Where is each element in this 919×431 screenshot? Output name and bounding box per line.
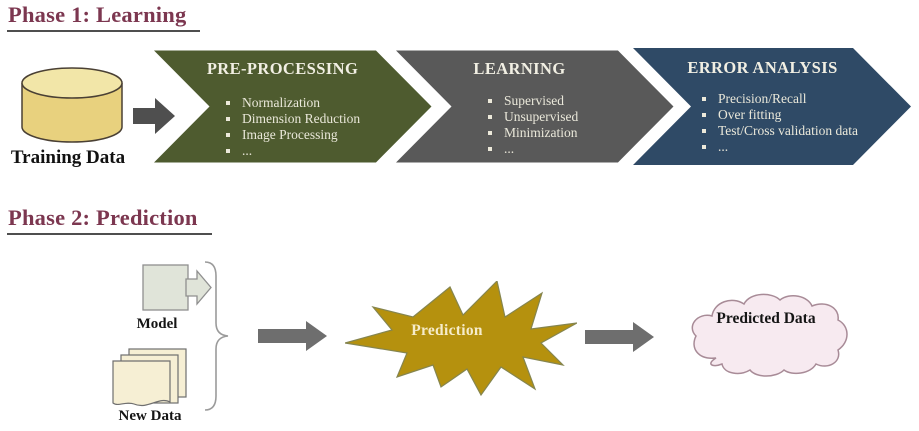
training-data-label: Training Data (10, 147, 126, 168)
step-title-pre-processing: PRE-PROCESSING (206, 59, 359, 78)
list-item: ... (488, 142, 578, 156)
bullet-icon (702, 113, 706, 117)
predicted-data-cloud (691, 293, 848, 377)
model-document-icon (142, 264, 212, 311)
step-title-error-analysis: ERROR ANALYSIS (687, 58, 838, 77)
cloud-shape (691, 293, 848, 377)
page-front (112, 360, 171, 406)
model-label: Model (136, 316, 178, 332)
list-item: Dimension Reduction (226, 112, 360, 126)
prediction-label: Prediction (411, 322, 483, 339)
list-item: Test/Cross validation data (702, 124, 858, 138)
list-item: Normalization (226, 96, 360, 110)
list-item: Minimization (488, 126, 578, 140)
bullet-icon (702, 97, 706, 101)
flow-arrow-icon (585, 322, 654, 352)
phase1-section-header: Phase 1: Learning (7, 2, 201, 32)
bullet-icon (226, 133, 230, 137)
step-items-learning: Supervised Unsupervised Minimization ... (488, 94, 578, 158)
bullet-icon (488, 147, 492, 151)
bullet-icon (226, 149, 230, 153)
list-item: Precision/Recall (702, 92, 858, 106)
model-square (142, 264, 189, 311)
step-title-learning: LEARNING (473, 59, 566, 78)
chevron-learning (386, 48, 681, 165)
process-chevrons (148, 48, 911, 165)
list-item: ... (702, 140, 858, 154)
prediction-burst (345, 281, 577, 397)
cylinder-top (21, 67, 123, 99)
new-data-documents-icon (112, 348, 187, 406)
grouping-brace (204, 261, 229, 411)
flow-arrow-icon (258, 321, 327, 351)
database-icon (21, 67, 123, 143)
step-items-error-analysis: Precision/Recall Over fitting Test/Cross… (702, 92, 858, 156)
flow-arrow-icon (133, 98, 175, 134)
bullet-icon (702, 129, 706, 133)
chevron-error-analysis (633, 48, 911, 165)
bullet-icon (226, 101, 230, 105)
arrow-shape (133, 98, 175, 134)
list-item: Over fitting (702, 108, 858, 122)
list-item: ... (226, 144, 360, 158)
arrow-shape (585, 322, 654, 352)
phase2-title: Phase 2: Prediction (7, 205, 212, 235)
phase2-section-header: Phase 2: Prediction (7, 205, 212, 235)
burst-shape (345, 281, 577, 397)
cylinder-body (21, 83, 123, 143)
arrow-shape (258, 321, 327, 351)
chevron-pre-processing (148, 48, 439, 165)
bullet-icon (702, 145, 706, 149)
brace-path (204, 261, 229, 411)
phase1-title: Phase 1: Learning (7, 2, 201, 32)
step-items-pre-processing: Normalization Dimension Reduction Image … (226, 96, 360, 160)
list-item: Unsupervised (488, 110, 578, 124)
list-item: Image Processing (226, 128, 360, 142)
predicted-data-label: Predicted Data (716, 310, 816, 327)
bullet-icon (488, 99, 492, 103)
bullet-icon (488, 131, 492, 135)
bullet-icon (488, 115, 492, 119)
bullet-icon (226, 117, 230, 121)
new-data-label: New Data (118, 408, 182, 424)
list-item: Supervised (488, 94, 578, 108)
model-out-arrow (185, 269, 212, 306)
